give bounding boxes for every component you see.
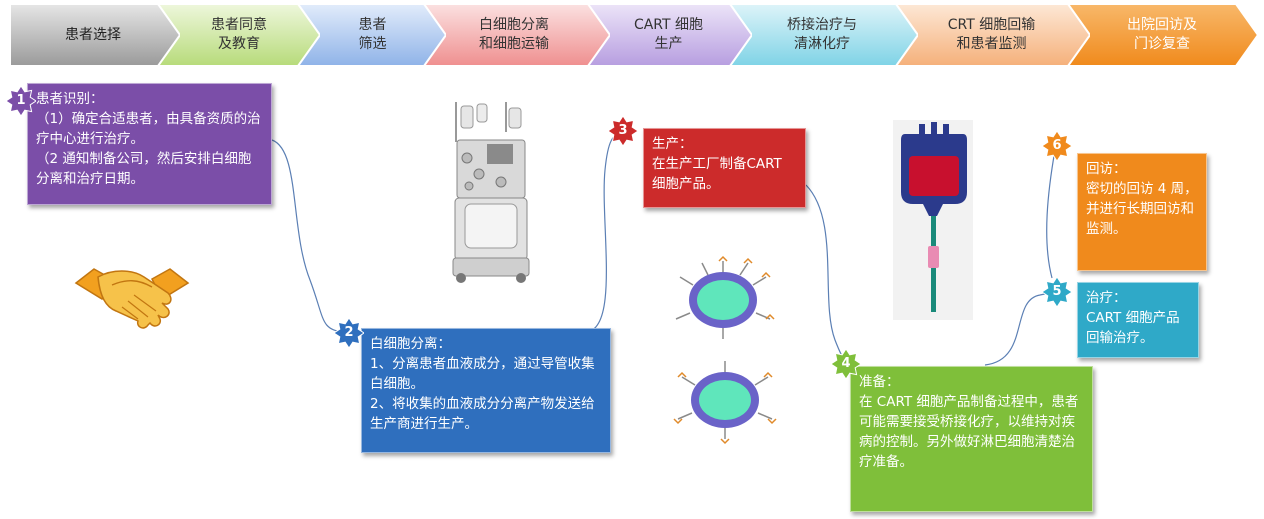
card-line: 2、将收集的血液成分分离产物发送给生产商进行生产。: [370, 396, 595, 432]
step-number: 4: [841, 356, 851, 371]
process-step-label: 患者 筛选: [358, 17, 387, 52]
process-step-label: 患者同意 及教育: [211, 17, 267, 52]
card-title: 准备：: [859, 374, 900, 390]
process-step-label: CART 细胞 生产: [633, 17, 704, 52]
step-number: 2: [344, 325, 354, 340]
process-step-3: 患者 筛选: [291, 4, 446, 66]
step-badge-6: 6: [1042, 131, 1072, 161]
card-title: 治疗：: [1086, 290, 1127, 306]
step-badge-2: 2: [334, 318, 364, 348]
card-line: 1、分离患者血液成分，通过导管收集白细胞。: [370, 356, 595, 392]
card-line: 在生产工厂制备CART 细胞产品。: [652, 156, 782, 192]
step-number: 5: [1052, 284, 1062, 299]
process-step-label: 白细胞分离 和细胞运输: [479, 17, 549, 52]
car-t-cell-icon: [673, 361, 777, 445]
card-title: 白细胞分离：: [370, 336, 451, 352]
card-preparation: 准备： 在 CART 细胞产品制备过程中，患者可能需要接受桥接化疗，以维持对疾病…: [850, 366, 1093, 512]
apheresis-machine-icon: [452, 102, 530, 283]
process-step-label: 桥接治疗与 清淋化疗: [787, 17, 857, 52]
blood-bag-icon: [893, 120, 973, 320]
card-line: 在 CART 细胞产品制备过程中，患者可能需要接受桥接化疗，以维持对疾病的控制。…: [859, 394, 1079, 470]
card-treatment: 治疗： CART 细胞产品回输治疗。: [1077, 282, 1199, 358]
step-number: 6: [1052, 138, 1062, 153]
step-badge-5: 5: [1042, 277, 1072, 307]
card-line: （2 通知制备公司，然后安排白细胞分离和治疗日期。: [36, 151, 252, 187]
step-number: 1: [16, 93, 26, 108]
card-line: CART 细胞产品回输治疗。: [1086, 310, 1180, 346]
process-step-label: 出院回访及 门诊复查: [1127, 17, 1197, 52]
step-badge-3: 3: [608, 116, 638, 146]
card-leukapheresis: 白细胞分离： 1、分离患者血液成分，通过导管收集白细胞。 2、将收集的血液成分分…: [361, 328, 611, 453]
card-title: 回访：: [1086, 161, 1127, 177]
step-badge-4: 4: [831, 349, 861, 379]
handshake-icon: [74, 268, 190, 329]
card-patient-identification: 患者识别： （1）确定合适患者，由具备资质的治疗中心进行治疗。 （2 通知制备公…: [27, 83, 272, 205]
card-production: 生产： 在生产工厂制备CART 细胞产品。: [643, 128, 806, 208]
car-t-cell-icon: [675, 255, 775, 339]
card-follow-up: 回访： 密切的回访 4 周，并进行长期回访和监测。: [1077, 153, 1207, 271]
card-line: （1）确定合适患者，由具备资质的治疗中心进行治疗。: [36, 111, 261, 147]
process-step-label: 患者选择: [65, 26, 121, 43]
process-step-label: CRT 细胞回输 和患者监测: [947, 17, 1036, 52]
card-title: 患者识别：: [36, 91, 104, 107]
card-line: 密切的回访 4 周，并进行长期回访和监测。: [1086, 181, 1198, 237]
card-title: 生产：: [652, 136, 693, 152]
process-step-1: 患者选择: [10, 4, 180, 66]
step-badge-1: 1: [6, 86, 36, 116]
step-number: 3: [618, 123, 628, 138]
